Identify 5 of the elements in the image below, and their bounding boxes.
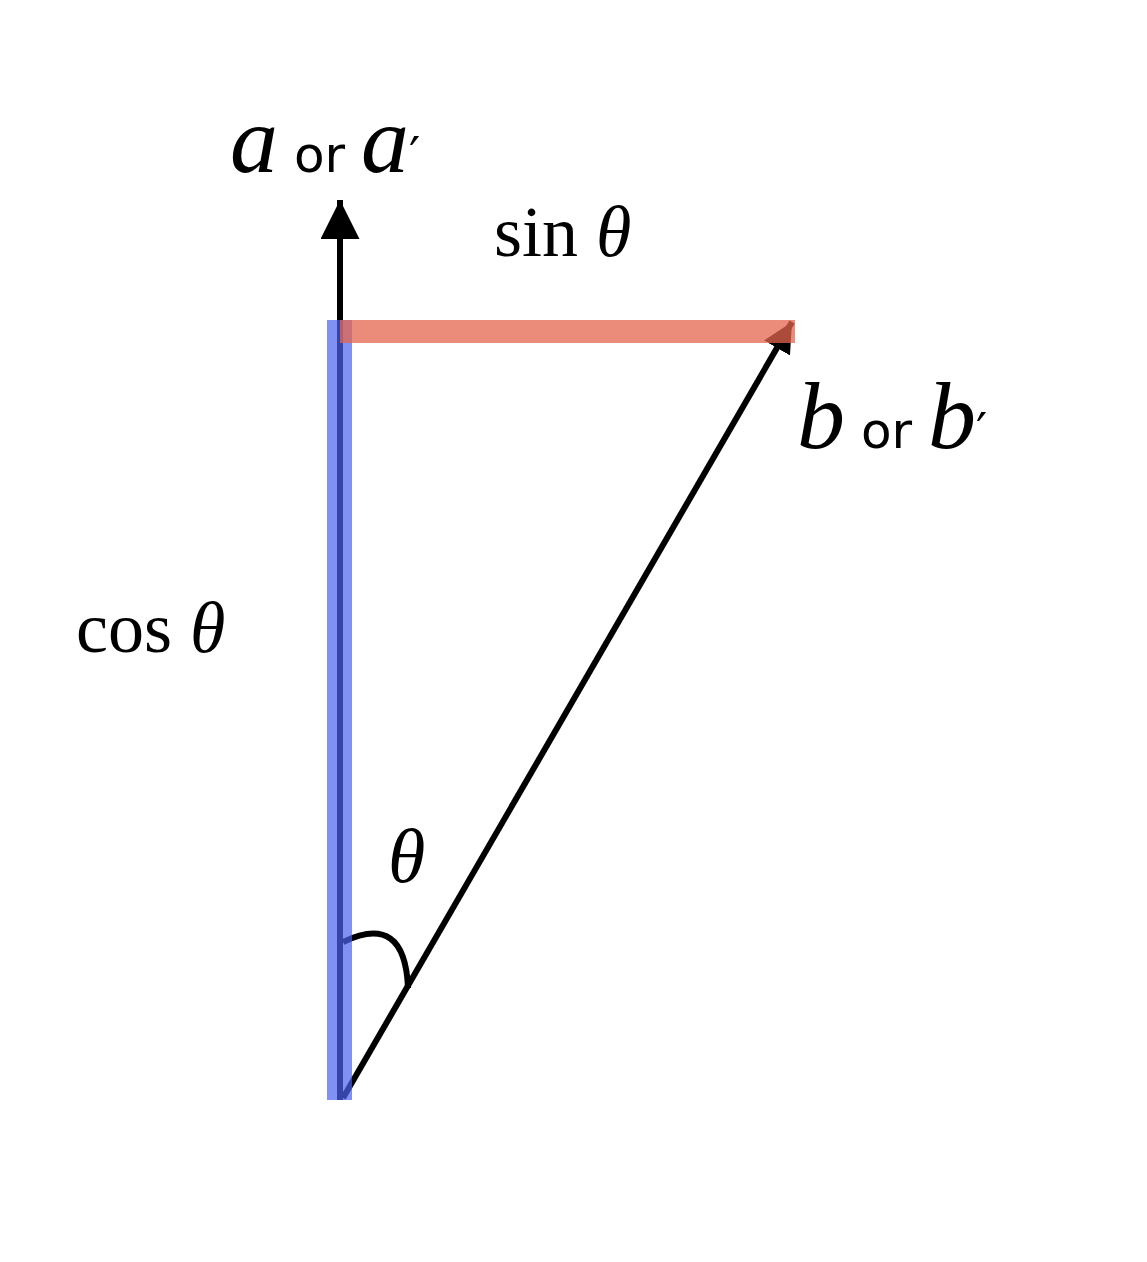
vector-label: a or a′ bbox=[230, 92, 421, 188]
cosine-label: cos θ bbox=[76, 592, 226, 664]
vector-label: b or b′ bbox=[797, 368, 988, 464]
sine-label: sin θ bbox=[494, 196, 632, 268]
angle-label: θ bbox=[388, 818, 426, 894]
